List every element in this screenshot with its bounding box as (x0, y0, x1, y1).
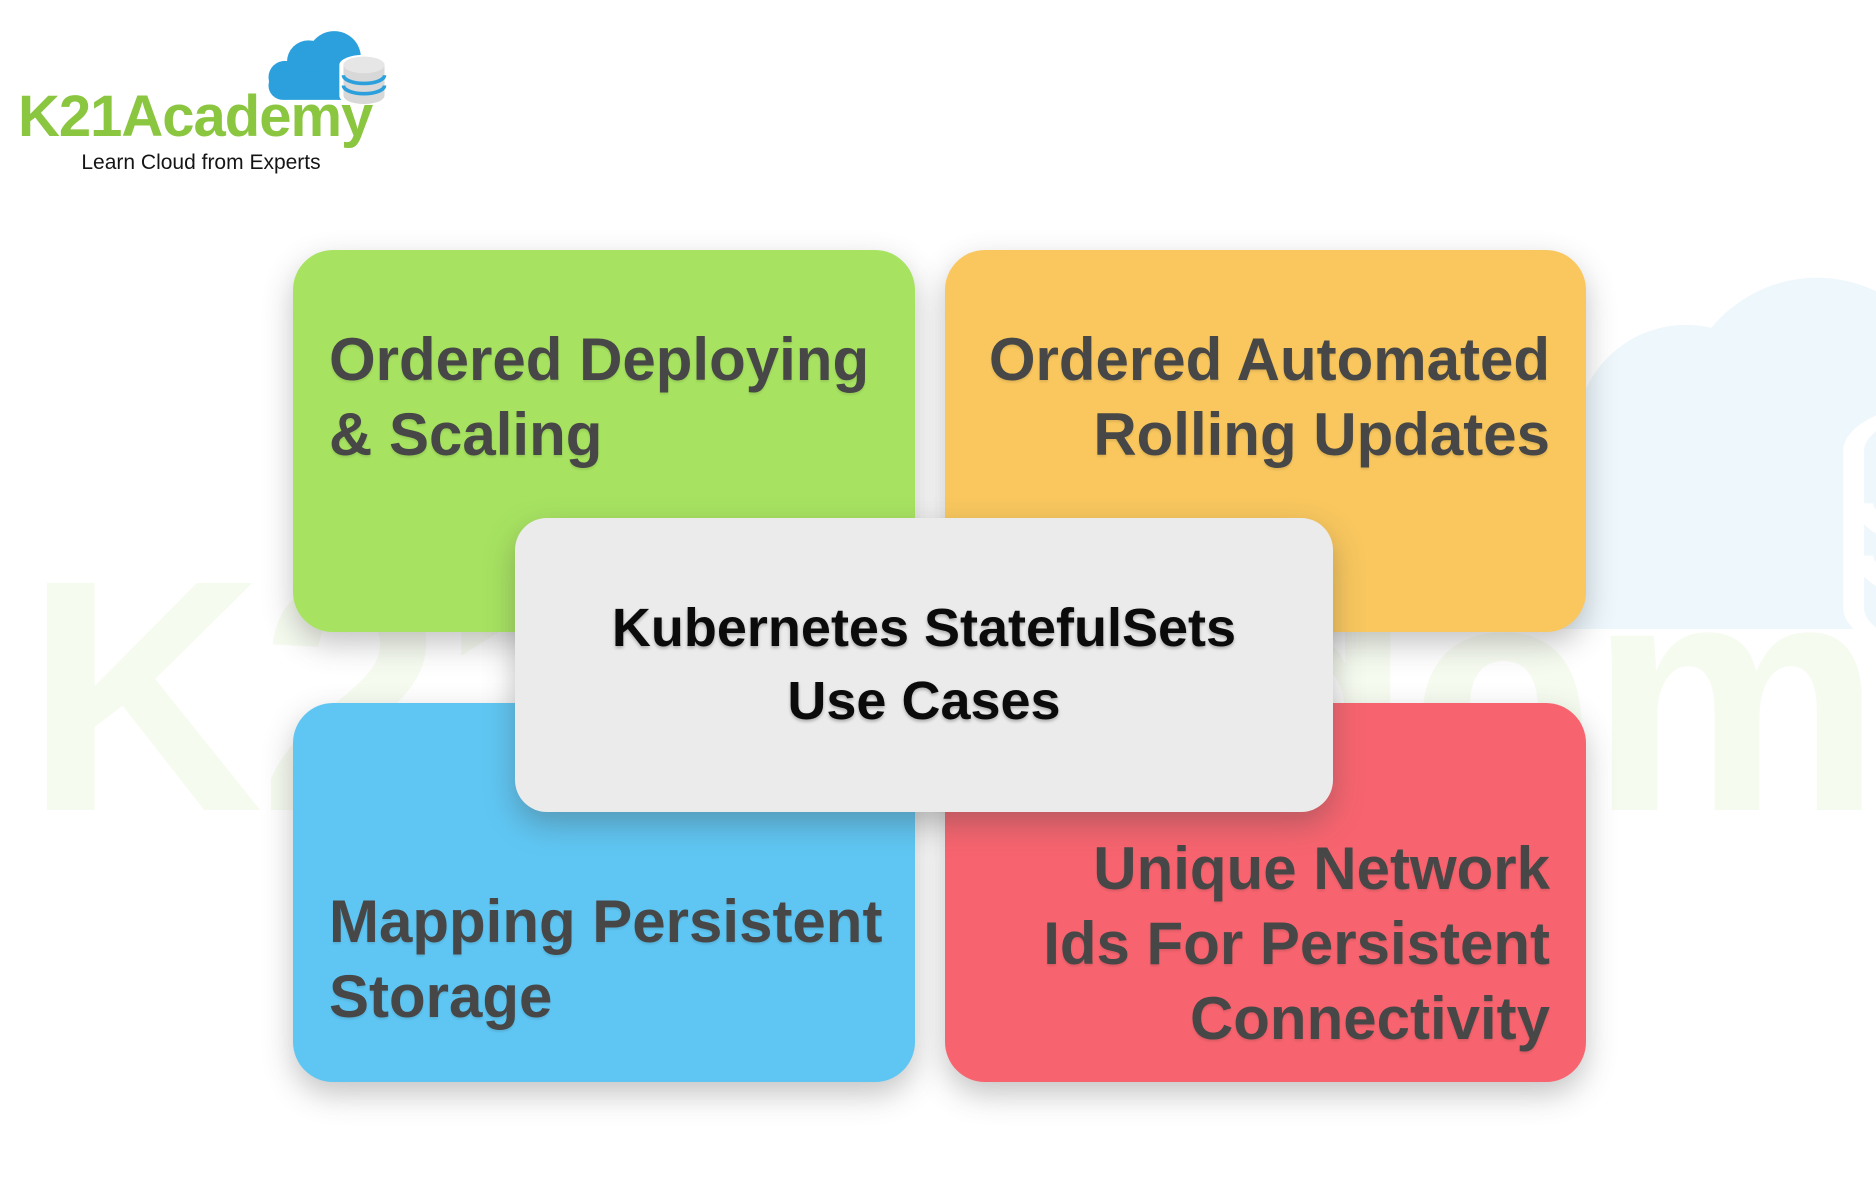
cloud-database-icon (268, 31, 389, 104)
card-text-line: Connectivity (1189, 985, 1550, 1052)
page-title-line: Use Cases (787, 671, 1061, 731)
card-text-line: Mapping Persistent (329, 888, 883, 955)
brand-name: K21Academy (18, 84, 373, 149)
page-title-line: Kubernetes StatefulSets (611, 598, 1237, 659)
center-title-card: Kubernetes StatefulSets Use Cases (515, 518, 1333, 812)
card-text-line: Rolling Updates (1093, 401, 1550, 468)
card-text-line: Ordered Automated (988, 326, 1550, 393)
card-text-line: Unique Network (1093, 835, 1550, 902)
card-text-line: Storage (329, 963, 553, 1030)
brand-tagline: Learn Cloud from Experts (81, 151, 321, 174)
card-text-line: & Scaling (329, 401, 603, 468)
card-text-line: Ordered Deploying (329, 326, 870, 393)
card-text-line: Ids For Persistent (1043, 910, 1550, 977)
